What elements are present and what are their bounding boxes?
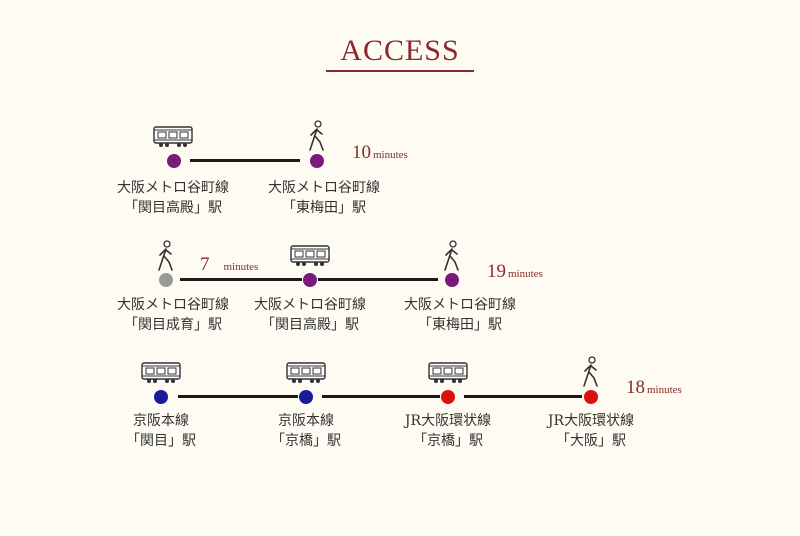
walking-person-icon [583,356,598,387]
page-title: ACCESS [340,34,460,67]
time-value: 10 [352,142,371,163]
station-label: 大阪メトロ谷町線 「関目高殿」駅 [235,295,385,335]
route-line [318,278,438,281]
line-name: 大阪メトロ谷町線 [268,180,380,196]
train-icon [153,126,193,147]
station-dot [584,390,598,404]
walking-person-icon [444,240,459,271]
travel-time: 7 minutes [200,254,258,276]
line-name: 大阪メトロ谷町線 [117,180,229,196]
station-name: 「関目高殿」駅 [261,317,359,333]
line-name: 京阪本線 [133,413,189,429]
station-dot [441,390,455,404]
line-name: 大阪メトロ谷町線 [404,297,516,313]
train-icon [428,362,468,383]
train-icon [290,245,330,266]
time-value: 7 [200,254,210,275]
station-label: JR大阪環状線 「大阪」駅 [516,411,666,451]
station-label: 大阪メトロ谷町線 「関目成育」駅 [98,295,248,335]
route-line [180,278,302,281]
station-name: 「京橋」駅 [271,433,341,449]
train-icon [286,362,326,383]
walking-person-icon [309,120,324,151]
station-name: 「東梅田」駅 [282,200,366,216]
station-dot [154,390,168,404]
line-name: JR大阪環状線 [404,413,492,429]
station-dot [310,154,324,168]
line-name: 大阪メトロ谷町線 [254,297,366,313]
station-name: 「関目成育」駅 [124,317,222,333]
time-unit: minutes [647,384,682,396]
time-value: 18 [626,377,645,398]
station-label: 京阪本線 「関目」駅 [86,411,236,451]
line-name: JR大阪環状線 [547,413,635,429]
station-name: 「東梅田」駅 [418,317,502,333]
line-name: 大阪メトロ谷町線 [117,297,229,313]
route-line [178,395,298,398]
station-dot [303,273,317,287]
station-dot [159,273,173,287]
time-unit: minutes [373,149,408,161]
station-dot [299,390,313,404]
station-name: 「関目高殿」駅 [124,200,222,216]
station-dot [167,154,181,168]
station-label: 京阪本線 「京橋」駅 [231,411,381,451]
walking-person-icon [158,240,173,271]
route-line [190,159,300,162]
station-dot [445,273,459,287]
line-name: 京阪本線 [278,413,334,429]
station-label: JR大阪環状線 「京橋」駅 [373,411,523,451]
train-icon [141,362,181,383]
title-underline [326,70,474,72]
station-name: 「関目」駅 [126,433,196,449]
station-label: 大阪メトロ谷町線 「関目高殿」駅 [98,178,248,218]
time-unit: minutes [508,268,543,280]
station-label: 大阪メトロ谷町線 「東梅田」駅 [385,295,535,335]
route-line [464,395,582,398]
route-line [322,395,440,398]
time-value: 19 [487,261,506,282]
station-name: 「京橋」駅 [413,433,483,449]
station-name: 「大阪」駅 [556,433,626,449]
time-unit: minutes [223,261,259,273]
station-label: 大阪メトロ谷町線 「東梅田」駅 [249,178,399,218]
